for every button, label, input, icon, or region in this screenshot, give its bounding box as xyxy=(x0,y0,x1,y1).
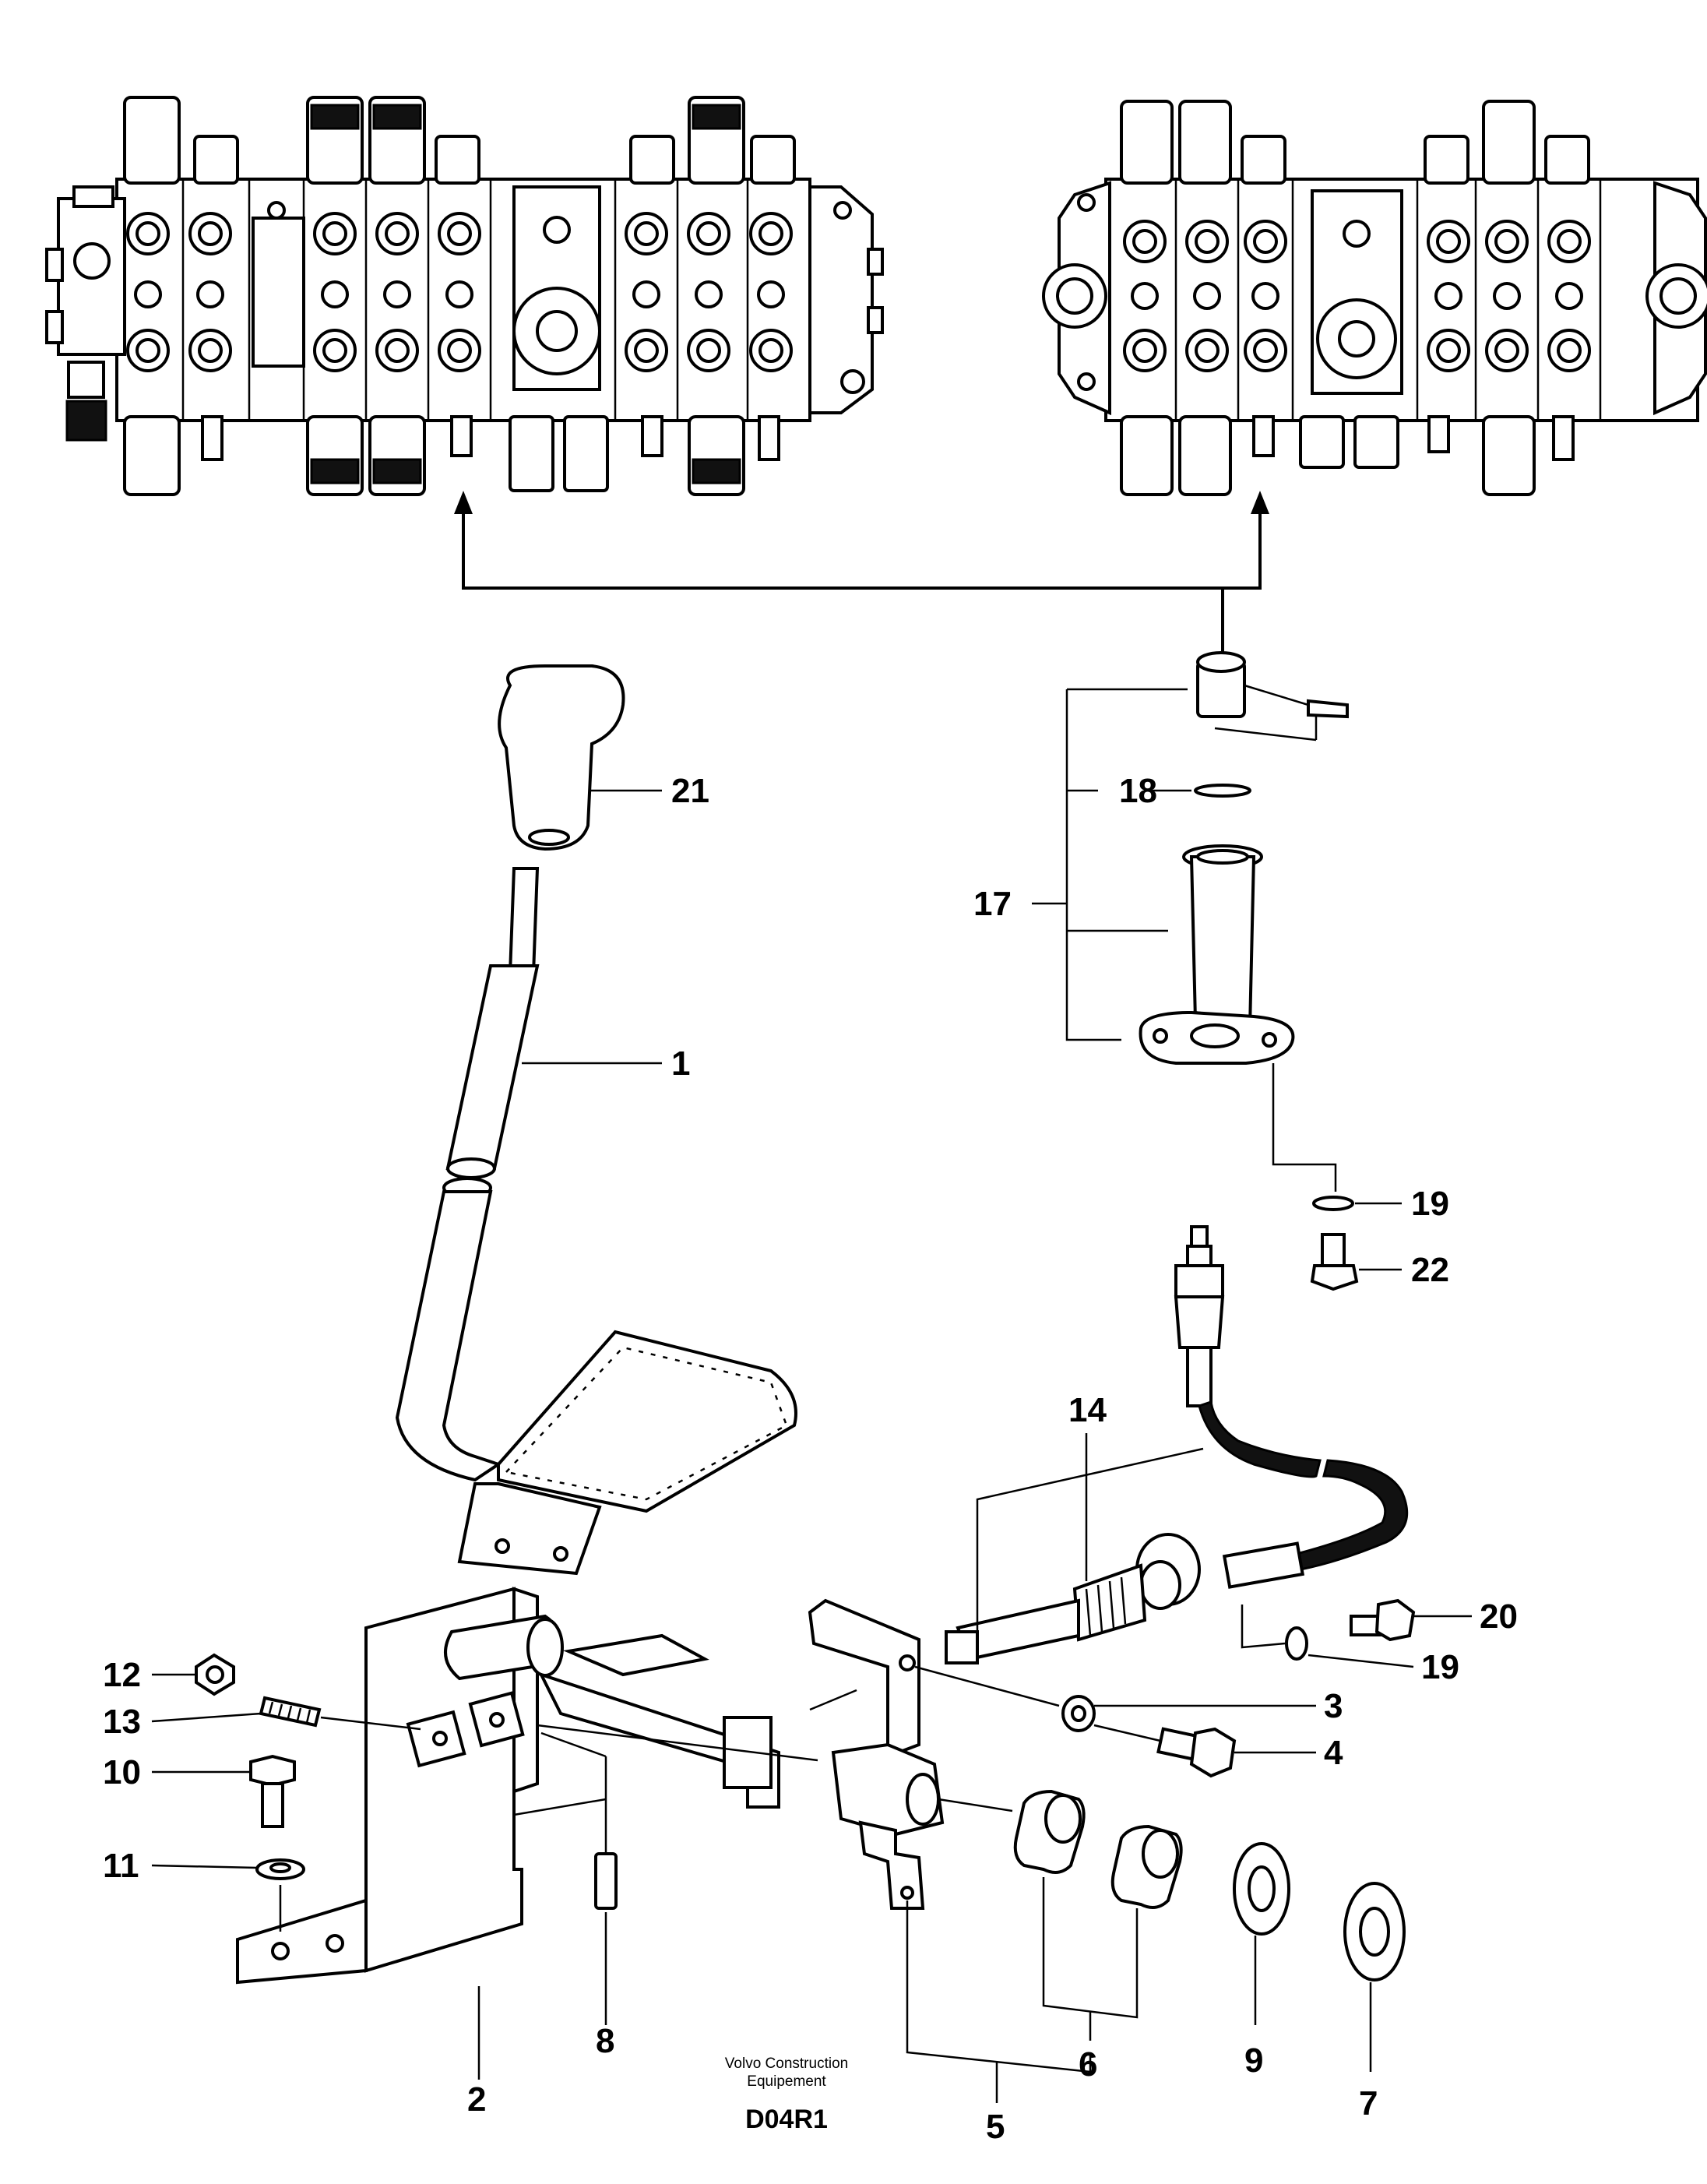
lever-rod-1 xyxy=(445,867,662,1179)
label-6: 6 xyxy=(1079,2045,1097,2084)
label-8: 8 xyxy=(596,2022,614,2060)
label-21: 21 xyxy=(671,772,709,810)
washer-19-lower xyxy=(1241,1605,1414,1668)
stud-13 xyxy=(151,1696,421,1731)
label-14: 14 xyxy=(1068,1391,1107,1429)
label-1: 1 xyxy=(671,1044,690,1083)
washer-7 xyxy=(1343,1882,1406,2072)
label-2: 2 xyxy=(467,2080,486,2119)
bolt-10 xyxy=(152,1754,296,1828)
bolt-4 xyxy=(1093,1724,1316,1778)
label-5: 5 xyxy=(986,2108,1005,2146)
label-19-lower: 19 xyxy=(1421,1648,1459,1686)
control-valve-right xyxy=(1042,100,1707,496)
knob-21 xyxy=(498,664,662,851)
pin-8 xyxy=(594,1852,618,2025)
pedal-lever xyxy=(395,1177,797,1576)
part-labels: 21 1 18 17 19 22 14 20 19 3 4 12 13 10 1… xyxy=(103,772,1518,2146)
label-10: 10 xyxy=(103,1753,141,1791)
bolt-22 xyxy=(1310,1233,1402,1291)
label-12: 12 xyxy=(103,1656,141,1694)
drawing-code: D04R1 xyxy=(745,2105,828,2134)
credit-line-2: Equipement xyxy=(747,2073,826,2090)
bracket-2 xyxy=(236,1587,539,2080)
washer-3 xyxy=(1061,1695,1316,1732)
label-11: 11 xyxy=(103,1847,139,1885)
label-4: 4 xyxy=(1324,1734,1343,1772)
label-18: 18 xyxy=(1119,772,1157,810)
washer-9 xyxy=(1233,1842,1290,2025)
control-valve-left xyxy=(45,96,884,496)
bushing-assembly-17 xyxy=(1032,651,1349,1192)
washer-11 xyxy=(151,1858,305,1932)
valve-link-arrows xyxy=(454,491,1269,658)
bolt-20 xyxy=(1350,1598,1472,1642)
label-3: 3 xyxy=(1324,1687,1343,1725)
label-7: 7 xyxy=(1359,2084,1378,2122)
label-17: 17 xyxy=(973,885,1012,923)
credit-line-1: Volvo Construction xyxy=(725,2055,848,2072)
lever-arm-5 xyxy=(808,1598,1092,2103)
washer-19-upper xyxy=(1312,1196,1402,1211)
label-9: 9 xyxy=(1244,2041,1263,2080)
nut-12 xyxy=(152,1653,235,1696)
control-cable-14 xyxy=(945,1225,1409,1664)
bushings-6 xyxy=(1013,1789,1183,2041)
label-22: 22 xyxy=(1411,1251,1449,1289)
drawing-credit: Volvo Construction Equipement D04R1 xyxy=(725,2055,848,2134)
label-20: 20 xyxy=(1480,1597,1518,1636)
label-19-upper: 19 xyxy=(1411,1185,1449,1223)
pivot-shaft xyxy=(444,1614,857,1908)
label-13: 13 xyxy=(103,1703,141,1741)
